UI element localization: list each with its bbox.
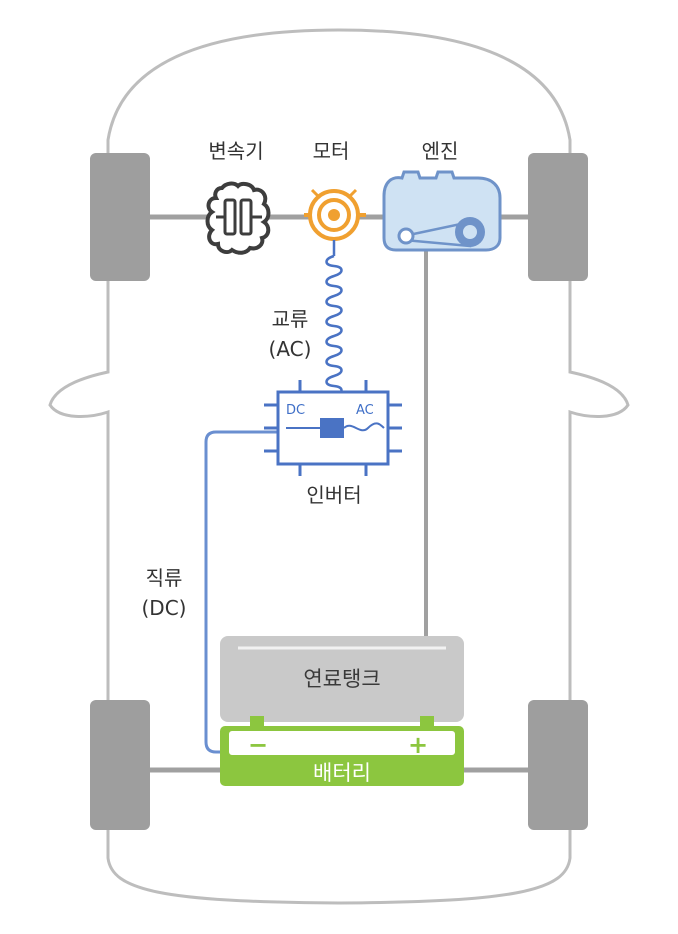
fuel-tank-icon bbox=[220, 636, 464, 722]
wheel-rear-left bbox=[90, 700, 150, 830]
inverter-ac-label: AC bbox=[356, 403, 374, 418]
inverter-dc-label: DC bbox=[286, 403, 305, 418]
wheel-rear-right bbox=[528, 700, 588, 830]
battery-icon bbox=[220, 716, 464, 786]
inverter-label: 인버터 bbox=[306, 483, 361, 507]
engine-label: 엔진 bbox=[422, 139, 459, 163]
dc-wire bbox=[204, 430, 278, 754]
ac-label-line2: (AC) bbox=[269, 337, 312, 361]
transmission-label: 변속기 bbox=[208, 139, 263, 163]
dc-label-line2: (DC) bbox=[142, 596, 187, 620]
engine-icon bbox=[382, 170, 502, 252]
transmission-icon bbox=[205, 181, 271, 255]
ac-label-line1: 교류 bbox=[272, 307, 309, 331]
ac-wire-coil bbox=[325, 240, 343, 408]
battery-label: 배터리 bbox=[313, 761, 371, 785]
battery-plus-sign: + bbox=[408, 731, 428, 759]
battery-minus-sign: − bbox=[248, 731, 268, 759]
motor-label: 모터 bbox=[313, 139, 350, 163]
motor-icon bbox=[304, 188, 366, 241]
fuel-tank-label: 연료탱크 bbox=[303, 667, 380, 691]
wheel-front-right bbox=[528, 153, 588, 281]
dc-label-line1: 직류 bbox=[146, 566, 183, 590]
wheel-front-left bbox=[90, 153, 150, 281]
car-body-outline bbox=[48, 28, 630, 905]
inverter-icon bbox=[264, 380, 402, 476]
